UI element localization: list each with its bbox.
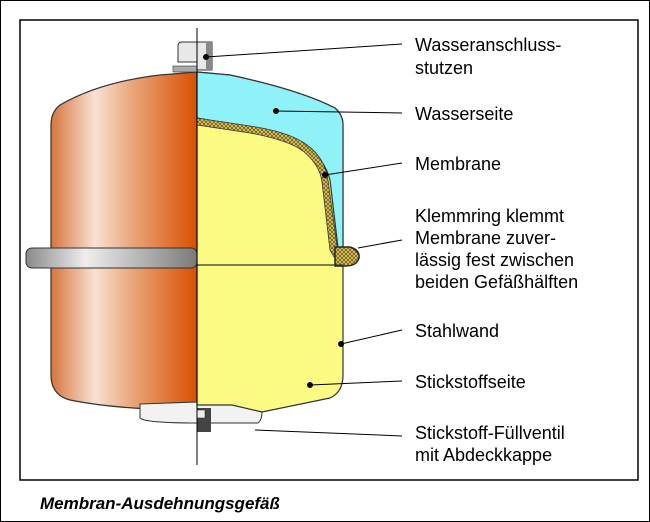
- diagram-frame: [19, 19, 639, 481]
- label-clamp-ring-3: lässig fest zwischen: [415, 250, 574, 270]
- label-clamp-ring-1: Klemmring klemmt: [415, 206, 564, 226]
- support-band: [25, 247, 198, 269]
- vessel-exterior: [50, 71, 198, 411]
- label-valve-1: Stickstoff-Füllventil: [415, 423, 565, 443]
- label-membrane: Membrane: [415, 154, 501, 174]
- label-water-connection: Wasseranschluss-: [415, 35, 561, 55]
- label-steel-wall: Stahlwand: [415, 321, 499, 341]
- leader-lines: [203, 43, 403, 437]
- label-nitrogen-side: Stickstoffseite: [415, 372, 526, 392]
- label-valve-2: mit Abdeckkappe: [415, 445, 552, 465]
- label-water-connection-2: stutzen: [415, 58, 473, 78]
- label-water-side: Wasserseite: [415, 104, 513, 124]
- label-clamp-ring-2: Membrane zuver-: [415, 228, 556, 248]
- clamp-ring: [334, 246, 360, 267]
- label-clamp-ring-4: beiden Gefäßhälften: [415, 272, 578, 292]
- caption: Membran-Ausdehnungsgefäß: [40, 494, 280, 513]
